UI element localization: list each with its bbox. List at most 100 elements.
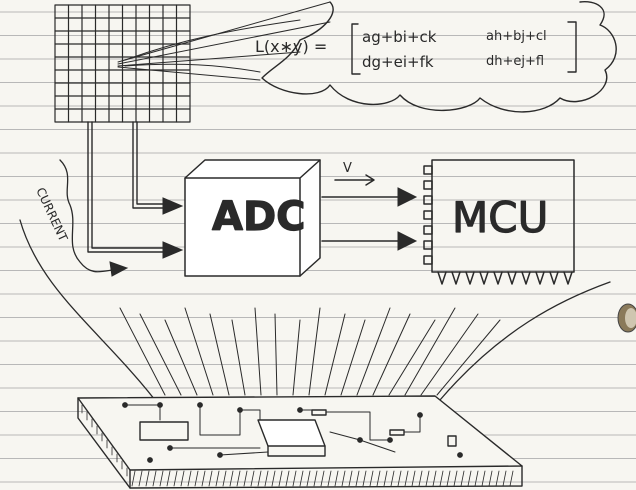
solder-pad [198, 403, 202, 407]
pcb-hatch-line [195, 471, 198, 486]
pcb-hatch-line [461, 471, 464, 486]
pcb-hatch-line [272, 471, 275, 486]
pcb-hatch-line [279, 471, 282, 486]
mcu-left-pins [424, 166, 432, 264]
adc-to-mcu-arrows [322, 175, 400, 241]
light-rays [120, 308, 500, 395]
mcu-pin [550, 272, 558, 284]
pcb-hatch-line [174, 471, 177, 486]
mcu-pin [424, 226, 432, 234]
pcb-hatch-line [230, 471, 233, 486]
pcb-hatch-line [160, 471, 163, 486]
pcb-hatch-line [132, 471, 135, 486]
pcb-hatch-line [405, 471, 408, 486]
mcu-bottom-pins [438, 272, 572, 284]
pcb-hatch-line [342, 471, 345, 486]
solder-pad [388, 438, 392, 442]
pcb-hatch-line [251, 471, 254, 486]
pcb-board [78, 396, 522, 488]
pcb-hatch-line [307, 471, 310, 486]
mcu-pin [424, 181, 432, 189]
matrix-equation: L(x∗y) = ag+bi+ck ah+bj+cl dg+ei+fk dh+e… [255, 22, 576, 74]
pcb-hatch-line [265, 471, 268, 486]
light-ray [325, 314, 345, 395]
pcb-hatch-line [153, 471, 156, 486]
pcb-hatch-line [181, 471, 184, 486]
matrix-cell-r2c2: dh+ej+fl [486, 54, 544, 69]
pcb-hatch-line [433, 471, 436, 486]
light-ray [210, 314, 229, 395]
pcb-hatch-line [419, 471, 422, 486]
light-ray [120, 308, 165, 395]
pcb-hatch-line [216, 471, 219, 486]
pcb-hatch-line [454, 471, 457, 486]
pcb-hatch-line [258, 471, 261, 486]
pcb-chip [258, 420, 325, 446]
pcb-hatch-line [139, 471, 142, 486]
pcb-hatch-line [209, 471, 212, 486]
solder-pad [458, 453, 462, 457]
pcb-hatch-line [440, 471, 443, 486]
pcb-hatch-line [489, 471, 492, 486]
matrix-cell-r2c1: dg+ei+fk [362, 53, 434, 71]
pcb-hatch-line [503, 471, 506, 486]
light-ray [293, 320, 300, 395]
light-ray [255, 308, 261, 395]
solder-pad [148, 458, 152, 462]
pcb-hatch-line [188, 471, 191, 486]
pcb-hatch-line [412, 471, 415, 486]
light-ray [309, 308, 320, 395]
solder-pad [418, 413, 422, 417]
mcu-pin [494, 272, 502, 284]
solder-pad [218, 453, 222, 457]
light-ray [437, 320, 500, 395]
solder-pad [158, 403, 162, 407]
mcu-pin [564, 272, 572, 284]
arrowhead [398, 188, 416, 206]
pcb-hatch-line [447, 471, 450, 486]
pcb-hatch-line [475, 471, 478, 486]
mcu-pin [438, 272, 446, 284]
adc-block: ADC [185, 160, 320, 276]
pcb-hatch-line [482, 471, 485, 486]
pcb-hatch-line [167, 471, 170, 486]
light-ray [275, 314, 277, 395]
mcu-pin [480, 272, 488, 284]
pcb-hatch-line [146, 471, 149, 486]
current-label: CURRENT [33, 185, 70, 244]
mcu-chip: MCU [424, 160, 574, 284]
matrix-cell-r1c2: ah+bj+cl [486, 29, 547, 44]
matrix-right-bracket [568, 22, 576, 72]
pcb-hatch-line [202, 471, 205, 486]
pcb-hatch-line [335, 471, 338, 486]
solder-pad [358, 438, 362, 442]
pcb-hatch-line [349, 471, 352, 486]
pcb-hatch-line [244, 471, 247, 486]
equation-lhs: L(x∗y) = [255, 37, 327, 56]
pcb-hatch-line [384, 471, 387, 486]
adc-label: ADC [212, 194, 306, 240]
solder-pad [298, 408, 302, 412]
thought-cloud [262, 2, 616, 112]
pcb-hatch-line [496, 471, 499, 486]
voltage-label: V [343, 161, 352, 176]
matrix-cell-r1c1: ag+bi+ck [362, 28, 437, 46]
matrix-left-bracket [352, 24, 360, 74]
solder-pad [168, 446, 172, 450]
mcu-pin [536, 272, 544, 284]
pcb-hatch-line [370, 471, 373, 486]
solder-pad [238, 408, 242, 412]
signal-wires [88, 122, 165, 252]
arrowhead [110, 262, 127, 276]
pcb-hatch-line [426, 471, 429, 486]
mcu-pin [424, 256, 432, 264]
pcb-hatch-line [377, 471, 380, 486]
adc-to-mcu-arrowheads [398, 188, 416, 250]
mcu-pin [508, 272, 516, 284]
mcu-pin [466, 272, 474, 284]
pcb-hatch-line [300, 471, 303, 486]
light-ray [421, 314, 478, 395]
pcb-hatch-line [398, 471, 401, 486]
